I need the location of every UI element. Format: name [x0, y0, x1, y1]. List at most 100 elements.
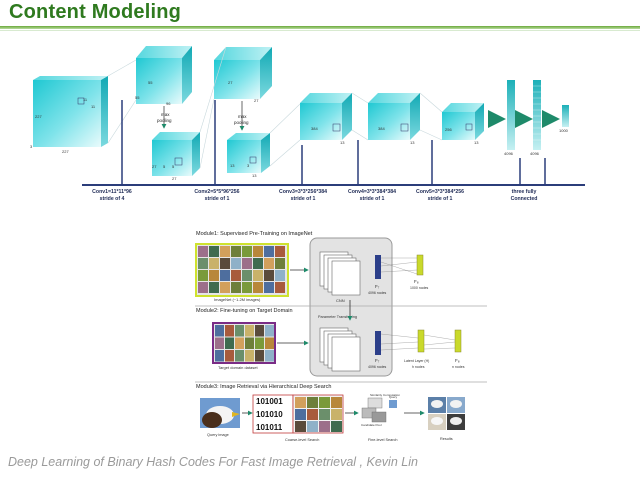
svg-text:27: 27	[172, 176, 177, 181]
thumbnail-tile	[265, 350, 274, 362]
svg-text:27: 27	[152, 164, 157, 169]
pool1-volume: 27 27 5 5	[152, 132, 200, 181]
svg-text:27: 27	[254, 98, 259, 103]
thumbnail-tile	[264, 246, 274, 257]
thumbnail-tile	[220, 270, 230, 281]
layer-labels: Conv1=11*11*96 stride of 4 Conv2=5*5*96*…	[92, 189, 537, 202]
thumbnail-tile	[245, 325, 254, 337]
thumbnail-tile	[242, 258, 252, 269]
thumbnail-tile	[295, 409, 306, 420]
svg-text:pooling: pooling	[234, 120, 249, 125]
svg-text:Fine-level Search: Fine-level Search	[368, 438, 398, 442]
thumbnail-tile	[275, 270, 285, 281]
thumbnail-tile	[255, 338, 264, 350]
thumbnail-tile	[242, 282, 252, 293]
svg-text:CNN: CNN	[336, 298, 345, 303]
conv4-volume: 384 13	[368, 93, 420, 145]
svg-text:h nodes: h nodes	[412, 365, 425, 369]
thumbnail-tile	[209, 258, 219, 269]
f8-bar	[417, 255, 423, 275]
svg-text:pooling: pooling	[157, 118, 172, 123]
thumbnail-tile	[225, 325, 234, 337]
svg-text:Parameter Transferring: Parameter Transferring	[318, 315, 357, 319]
pool2-volume: 13 13 3	[227, 133, 270, 178]
module1-title: Module1: Supervised Pre-Training on Imag…	[196, 231, 313, 237]
layer-label-conv4: Conv4=3*3*384*384	[348, 189, 396, 195]
svg-text:Candidate Pool: Candidate Pool	[361, 423, 382, 427]
thumbnail-tile	[319, 421, 330, 432]
svg-text:13: 13	[252, 173, 257, 178]
hashing-pipeline-figure: Module1: Supervised Pre-Training on Imag…	[195, 231, 487, 442]
thumbnail-tile	[255, 325, 264, 337]
query-image	[200, 398, 240, 428]
conv3-volume: 384 13	[300, 93, 352, 145]
layer-stride-conv1: stride of 4	[100, 196, 125, 202]
fc6-size: 4096	[504, 151, 514, 156]
thumbnail-tile	[198, 246, 208, 257]
thumbnail-tile	[209, 282, 219, 293]
svg-text:27: 27	[228, 80, 233, 85]
input-dim-w: 227	[62, 149, 69, 154]
svg-text:Query image: Query image	[207, 433, 229, 437]
thumbnail-tile	[220, 246, 230, 257]
f7-bar	[375, 255, 381, 279]
svg-text:384: 384	[311, 126, 318, 131]
thumbnail-tile	[235, 338, 244, 350]
thumbnail-tile	[253, 282, 263, 293]
svg-text:55: 55	[148, 80, 153, 85]
citation-footer: Deep Learning of Binary Hash Codes For F…	[8, 455, 418, 469]
thumbnail-tile	[245, 338, 254, 350]
fc7-bar	[533, 80, 541, 150]
thumbnail-tile	[307, 397, 318, 408]
layer-label-conv1: Conv1=11*11*96	[92, 189, 132, 195]
input-depth: 3	[30, 144, 33, 149]
thumbnail-tile	[245, 350, 254, 362]
thumbnail-tile	[331, 397, 342, 408]
thumbnail-tile	[275, 246, 285, 257]
thumbnail-tile	[307, 409, 318, 420]
layer-label-conv3: Conv3=3*3*256*384	[279, 189, 327, 195]
layer-stride-conv2: stride of 1	[205, 196, 230, 202]
latent-layer-bar	[418, 330, 424, 352]
layer-label-fc: three fully	[512, 189, 537, 195]
svg-text:1000 nodes: 1000 nodes	[410, 286, 429, 290]
svg-text:F₇: F₇	[375, 358, 380, 363]
module2-title: Module2: Fine-tuning on Target Domain	[196, 308, 293, 314]
thumbnail-tile	[220, 282, 230, 293]
hash-code-2: 101010	[256, 410, 283, 419]
input-volume: 227 227 11 11 3	[30, 76, 108, 154]
thumbnail-tile	[198, 282, 208, 293]
thumbnail-tile	[225, 338, 234, 350]
svg-text:13: 13	[474, 140, 479, 145]
input-dim-h: 227	[35, 114, 42, 119]
hash-code-3: 101011	[256, 423, 283, 432]
thumbnail-tile	[231, 246, 241, 257]
svg-text:13: 13	[410, 140, 415, 145]
fc8-size: 1000	[559, 128, 569, 133]
svg-text:96: 96	[166, 101, 171, 106]
thumbnail-tile	[215, 325, 224, 337]
thumbnail-tile	[215, 350, 224, 362]
svg-text:13: 13	[340, 140, 345, 145]
f8-target-bar	[455, 330, 461, 352]
thumbnail-tile	[198, 258, 208, 269]
svg-text:13: 13	[230, 163, 235, 168]
thumbnail-tile	[265, 325, 274, 337]
svg-text:F₈: F₈	[455, 358, 460, 363]
svg-text:max: max	[238, 114, 247, 119]
module1-caption: ImageNet (~1.2M images)	[214, 297, 261, 302]
thumbnail-tile	[235, 325, 244, 337]
thumbnail-tile	[264, 282, 274, 293]
svg-text:Query: Query	[389, 395, 398, 399]
thumbnail-tile	[225, 350, 234, 362]
thumbnail-tile	[209, 270, 219, 281]
svg-text:4096 nodes: 4096 nodes	[368, 291, 387, 295]
svg-text:384: 384	[378, 126, 385, 131]
thumbnail-tile	[295, 421, 306, 432]
svg-text:F₈: F₈	[414, 279, 419, 284]
conv5-volume: 256 13	[442, 103, 484, 145]
thumbnail-tile	[231, 258, 241, 269]
svg-text:n nodes: n nodes	[452, 365, 465, 369]
conv1-volume: 55 55 96	[135, 46, 192, 106]
